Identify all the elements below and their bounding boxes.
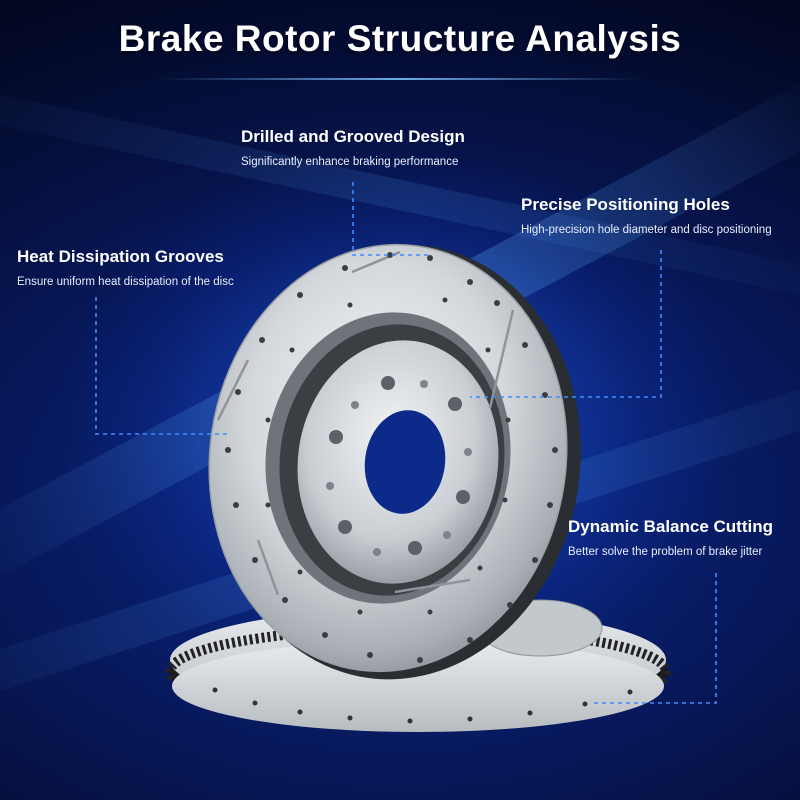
callout-subtext: Ensure uniform heat dissipation of the d… (17, 276, 234, 288)
callout-heading: Precise Positioning Holes (521, 195, 730, 214)
callout-subtext: Better solve the problem of brake jitter (568, 546, 763, 558)
callout-drilled-grooved: Drilled and Grooved Design Significantly… (241, 127, 465, 168)
title-underline (160, 78, 640, 80)
callout-heading: Heat Dissipation Grooves (17, 247, 224, 266)
callout-heading: Drilled and Grooved Design (241, 127, 465, 146)
callout-subtext: Significantly enhance braking performanc… (241, 156, 459, 168)
callout-subtext: High-precision hole diameter and disc po… (521, 224, 772, 236)
callout-positioning-holes: Precise Positioning Holes High-precision… (521, 195, 772, 236)
leader-lines (95, 182, 717, 704)
page-title: Brake Rotor Structure Analysis (118, 18, 682, 59)
upright-rotor (208, 243, 581, 680)
callout-heading: Dynamic Balance Cutting (568, 517, 773, 536)
callout-dynamic-balance: Dynamic Balance Cutting Better solve the… (568, 517, 773, 558)
callout-heat-dissipation: Heat Dissipation Grooves Ensure uniform … (17, 247, 234, 288)
